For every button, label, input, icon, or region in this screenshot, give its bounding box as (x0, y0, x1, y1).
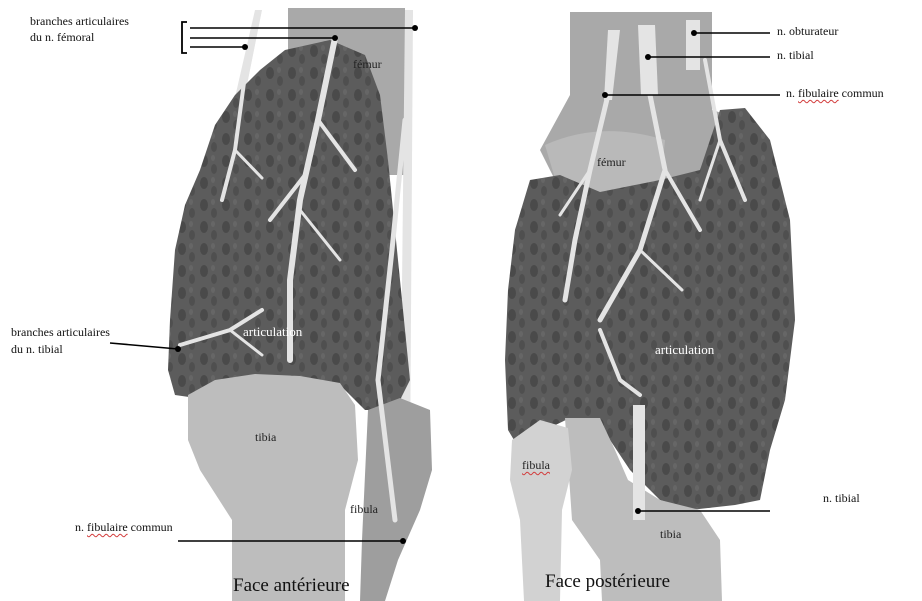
label-anterior-tibia: tibia (255, 430, 276, 444)
label-tibial-nerve-top: n. tibial (777, 48, 814, 62)
posterior-obturator-strip (686, 20, 700, 70)
label-posterior-fibula: fibula (522, 458, 550, 472)
label-tibial-nerve-bottom: n. tibial (823, 491, 860, 505)
label-posterior-joint: articulation (655, 343, 714, 357)
caption-posterior-view: Face postérieure (545, 571, 670, 593)
label-posterior-tibia: tibia (660, 527, 681, 541)
label-anterior-joint: articulation (243, 325, 302, 339)
anterior-fibula-bone (360, 398, 432, 601)
label-femoral-branches-line2: du n. fémoral (30, 30, 94, 44)
label-obturator-nerve: n. obturateur (777, 24, 838, 38)
label-posterior-femur: fémur (597, 155, 626, 169)
femoral-branches-bracket (182, 22, 187, 53)
label-anterior-fibula: fibula (350, 502, 378, 516)
anterior-tibia-bone (188, 374, 358, 601)
label-posterior-common-fibular-nerve: n. fibulaire commun (786, 86, 884, 100)
caption-anterior-view: Face antérieure (233, 575, 350, 597)
label-tibial-branches-line1: branches articulaires (11, 325, 110, 339)
posterior-tibial-nerve-lower (633, 405, 645, 520)
label-tibial-branches-line2: du n. tibial (11, 342, 63, 356)
anterior-view (110, 8, 432, 601)
posterior-view (505, 12, 795, 601)
label-femoral-branches-line1: branches articulaires (30, 14, 129, 28)
label-anterior-common-fibular-nerve: n. fibulaire commun (75, 520, 173, 534)
label-anterior-femur: fémur (353, 57, 382, 71)
